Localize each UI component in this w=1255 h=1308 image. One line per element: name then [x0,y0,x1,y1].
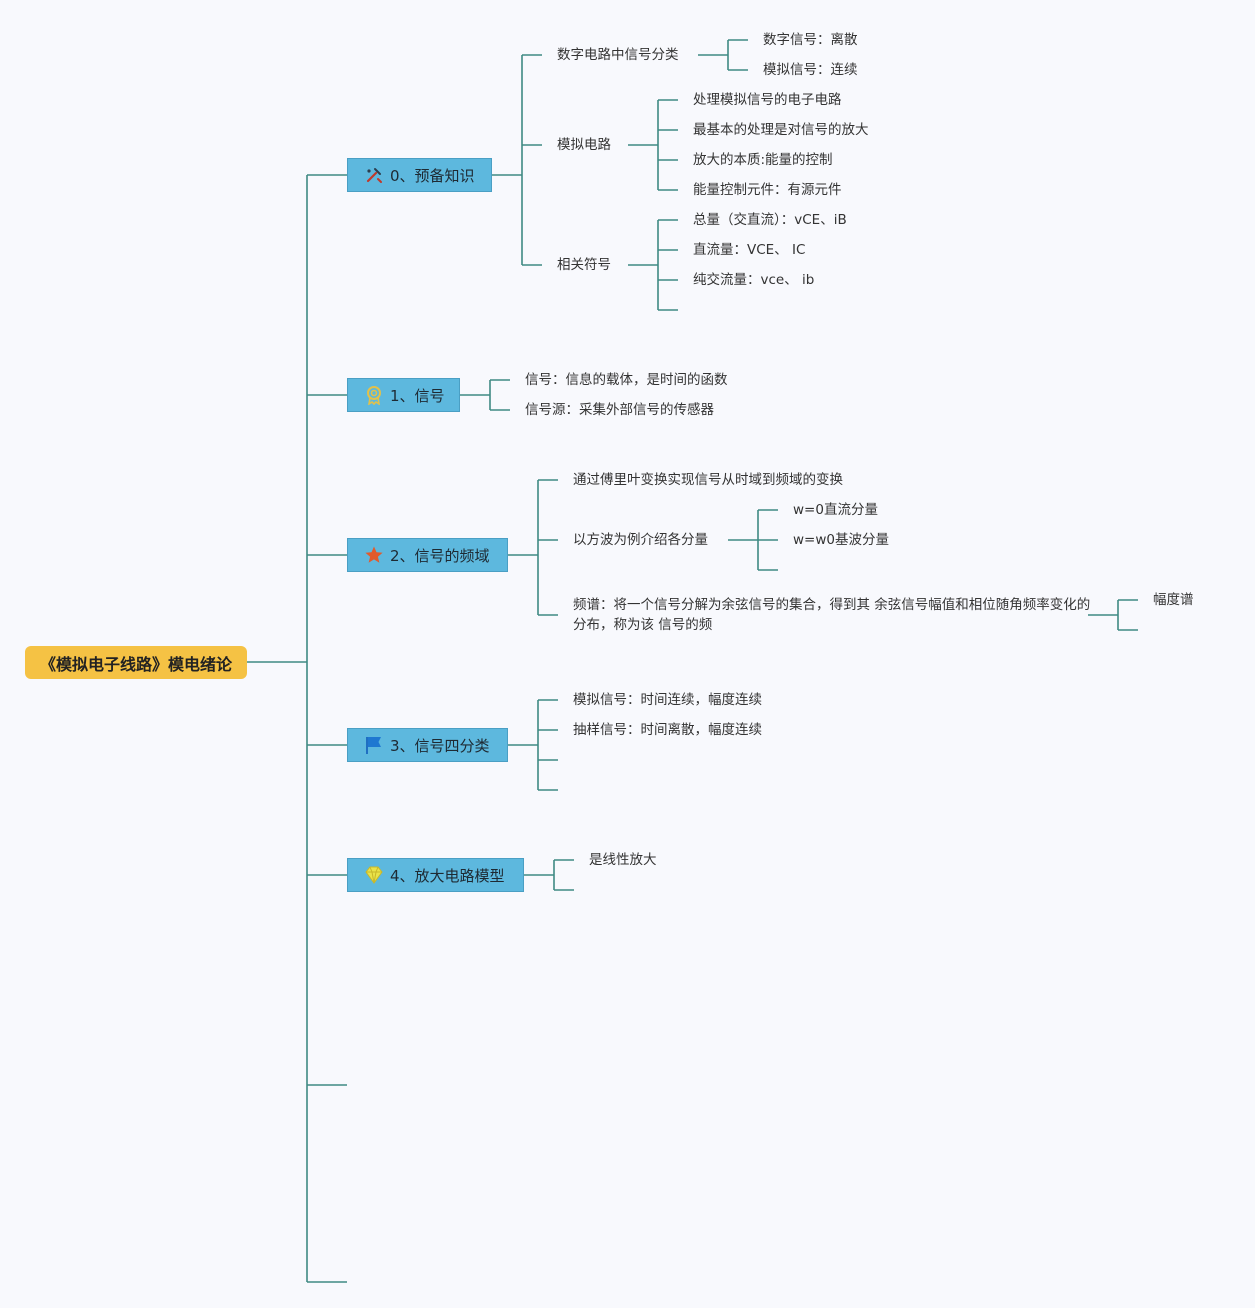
leaf-analog-circuit-1[interactable]: 处理模拟信号的电子电路 [693,92,842,108]
root-topic[interactable]: 《模拟电子线路》模电绪论 [25,646,247,679]
leaf-analog-circuit-4[interactable]: 能量控制元件：有源元件 [693,182,842,198]
leaf-symbol-ac[interactable]: 纯交流量：vce、 ib [693,272,815,288]
branch-symbols[interactable]: 相关符号 [557,257,611,273]
topic-four-signal-types[interactable]: 3、信号四分类 [347,728,508,762]
leaf-symbol-total[interactable]: 总量（交直流）：vCE、iB [693,212,847,228]
topic-label: 3、信号四分类 [390,736,490,755]
branch-digital-signal-classes[interactable]: 数字电路中信号分类 [557,47,679,63]
branch-square-wave[interactable]: 以方波为例介绍各分量 [573,532,708,548]
topic-prerequisites[interactable]: 0、预备知识 [347,158,492,192]
leaf-digital-signal[interactable]: 数字信号：离散 [763,32,858,48]
leaf-fourier-transform[interactable]: 通过傅里叶变换实现信号从时域到频域的变换 [573,472,843,488]
topic-label: 0、预备知识 [390,166,475,185]
diamond-icon [364,865,384,885]
leaf-signal-source[interactable]: 信号源：采集外部信号的传感器 [525,402,714,418]
flag-icon [364,735,384,755]
branch-spectrum[interactable]: 频谱：将一个信号分解为余弦信号的集合，得到其 余弦信号幅值和相位随角频率变化的分… [573,597,1091,633]
topic-label: 4、放大电路模型 [390,866,505,885]
leaf-symbol-dc[interactable]: 直流量：VCE、 IC [693,242,806,258]
branch-analog-circuit[interactable]: 模拟电路 [557,137,611,153]
tools-icon [364,165,384,185]
leaf-analog-signal[interactable]: 模拟信号：连续 [763,62,858,78]
topic-frequency-domain[interactable]: 2、信号的频域 [347,538,508,572]
leaf-signal-definition[interactable]: 信号：信息的载体，是时间的函数 [525,372,728,388]
leaf-analog-signal-type[interactable]: 模拟信号：时间连续，幅度连续 [573,692,762,708]
topic-label: 1、信号 [390,386,445,405]
topic-amplifier-model[interactable]: 4、放大电路模型 [347,858,524,892]
leaf-amplitude-spectrum[interactable]: 幅度谱 [1153,592,1194,608]
leaf-sampled-signal-type[interactable]: 抽样信号：时间离散，幅度连续 [573,722,762,738]
leaf-fundamental-component[interactable]: w=w0基波分量 [793,532,889,548]
leaf-dc-component[interactable]: w=0直流分量 [793,502,878,518]
topic-label: 2、信号的频域 [390,546,490,565]
leaf-linear-amplification[interactable]: 是线性放大 [589,852,657,868]
topic-signal[interactable]: 1、信号 [347,378,460,412]
leaf-analog-circuit-2[interactable]: 最基本的处理是对信号的放大 [693,122,869,138]
leaf-analog-circuit-3[interactable]: 放大的本质:能量的控制 [693,152,833,168]
award-ribbon-icon [364,385,384,405]
star-icon [364,545,384,565]
